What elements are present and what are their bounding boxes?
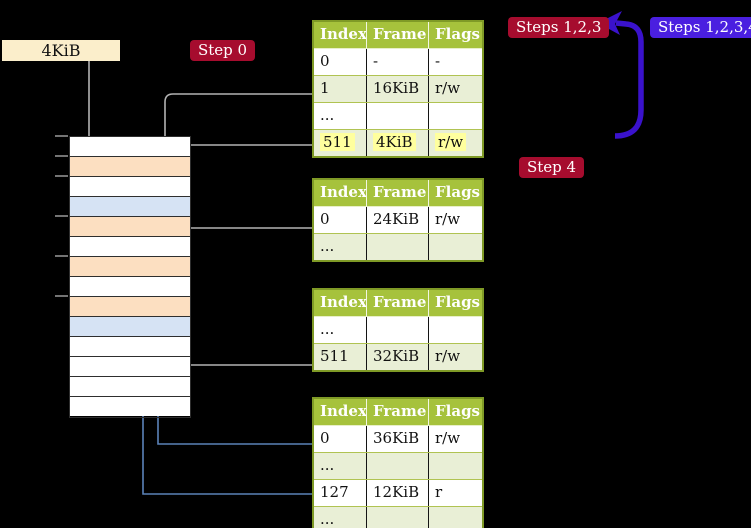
table-row: 511 4KiB r/w [314, 130, 482, 156]
physical-memory-column [69, 136, 191, 418]
frame-address-label: 4KiB [2, 40, 120, 61]
flags-cell: r/w [435, 79, 461, 97]
frame-cell: 12KiB [367, 480, 429, 506]
frame-cell: 4KiB [367, 130, 429, 156]
memory-frame-row-white [70, 237, 190, 257]
column-header-frame: Frame [367, 22, 429, 48]
flags-cell [429, 507, 482, 528]
memory-address-ticks [55, 135, 68, 297]
flags-cell: - [435, 52, 441, 70]
memory-frame-row-blue [70, 197, 190, 217]
frame-cell: 24KiB [367, 207, 429, 233]
flags-cell: r [435, 483, 443, 501]
frame-cell [367, 317, 429, 343]
index-cell: ... [314, 234, 367, 260]
memory-frame-row-white [70, 377, 190, 397]
frame-cell: 16KiB [367, 76, 429, 102]
memory-frame-row-orange [70, 257, 190, 277]
memory-frame-row-white [70, 137, 190, 157]
flags-cell: r/w [435, 429, 461, 447]
frame-cell [367, 507, 429, 528]
step-0-label: Step 0 [198, 41, 248, 59]
flags-cell [429, 317, 482, 343]
column-header-index: Index [314, 180, 367, 206]
column-header-flags: Flags [435, 25, 480, 43]
memory-frame-row-orange [70, 157, 190, 177]
index-cell: ... [314, 453, 367, 479]
step-4-label: Step 4 [527, 158, 577, 176]
memory-frame-row-white [70, 177, 190, 197]
flags-cell: r/w [429, 130, 482, 156]
column-header-flags: Flags [435, 183, 480, 201]
index-cell: ... [314, 103, 367, 129]
frame-cell [367, 103, 429, 129]
flags-cell [429, 103, 482, 129]
column-header-index: Index [314, 290, 367, 316]
column-header-index: Index [314, 399, 367, 425]
frame-cell: - [367, 49, 429, 75]
table-row: ... [314, 507, 482, 528]
index-cell: 127 [314, 480, 367, 506]
memory-frame-row-orange [70, 297, 190, 317]
frame-cell: 32KiB [367, 344, 429, 370]
steps-1-2-3-badge: Steps 1,2,3 [508, 17, 610, 38]
index-cell: 0 [314, 426, 367, 452]
frame-cell [367, 453, 429, 479]
table-row: ... [314, 317, 482, 344]
steps-1-2-3-4-badge: Steps 1,2,3,4 [650, 17, 751, 38]
memory-frame-row-white [70, 337, 190, 357]
column-header-frame: Frame [367, 180, 429, 206]
index-cell: 511 [314, 344, 367, 370]
flags-cell: r/w [435, 347, 461, 365]
index-cell: 511 [314, 130, 367, 156]
table-row: 0-- [314, 49, 482, 76]
frame-address-text: 4KiB [41, 41, 81, 60]
table-row: ... [314, 453, 482, 480]
table-row: ... [314, 234, 482, 260]
index-cell: ... [314, 507, 367, 528]
step-4-badge: Step 4 [519, 157, 585, 178]
steps-1-2-3-label: Steps 1,2,3 [516, 18, 602, 36]
table-row: ... [314, 103, 482, 130]
column-header-index: Index [314, 22, 367, 48]
frame-cell [367, 234, 429, 260]
index-cell: ... [314, 317, 367, 343]
memory-frame-row-white [70, 277, 190, 297]
memory-frame-row-orange [70, 217, 190, 237]
column-header-frame: Frame [367, 399, 429, 425]
flags-cell: r/w [435, 210, 461, 228]
column-header-flags: Flags [435, 293, 480, 311]
index-cell: 1 [314, 76, 367, 102]
flags-cell [429, 453, 482, 479]
frame-cell: 36KiB [367, 426, 429, 452]
column-header-flags: Flags [435, 402, 480, 420]
memory-frame-row-white [70, 397, 190, 416]
index-cell: 0 [314, 207, 367, 233]
highlighted-value: r/w [435, 133, 467, 151]
highlighted-value: 4KiB [373, 133, 416, 151]
memory-frame-row-white [70, 357, 190, 377]
index-cell: 0 [314, 49, 367, 75]
column-header-frame: Frame [367, 290, 429, 316]
highlighted-value: 511 [320, 133, 355, 151]
steps-1-2-3-4-label: Steps 1,2,3,4 [658, 18, 751, 36]
memory-frame-row-blue [70, 317, 190, 337]
step-0-badge: Step 0 [190, 40, 256, 61]
flags-cell [429, 234, 482, 260]
